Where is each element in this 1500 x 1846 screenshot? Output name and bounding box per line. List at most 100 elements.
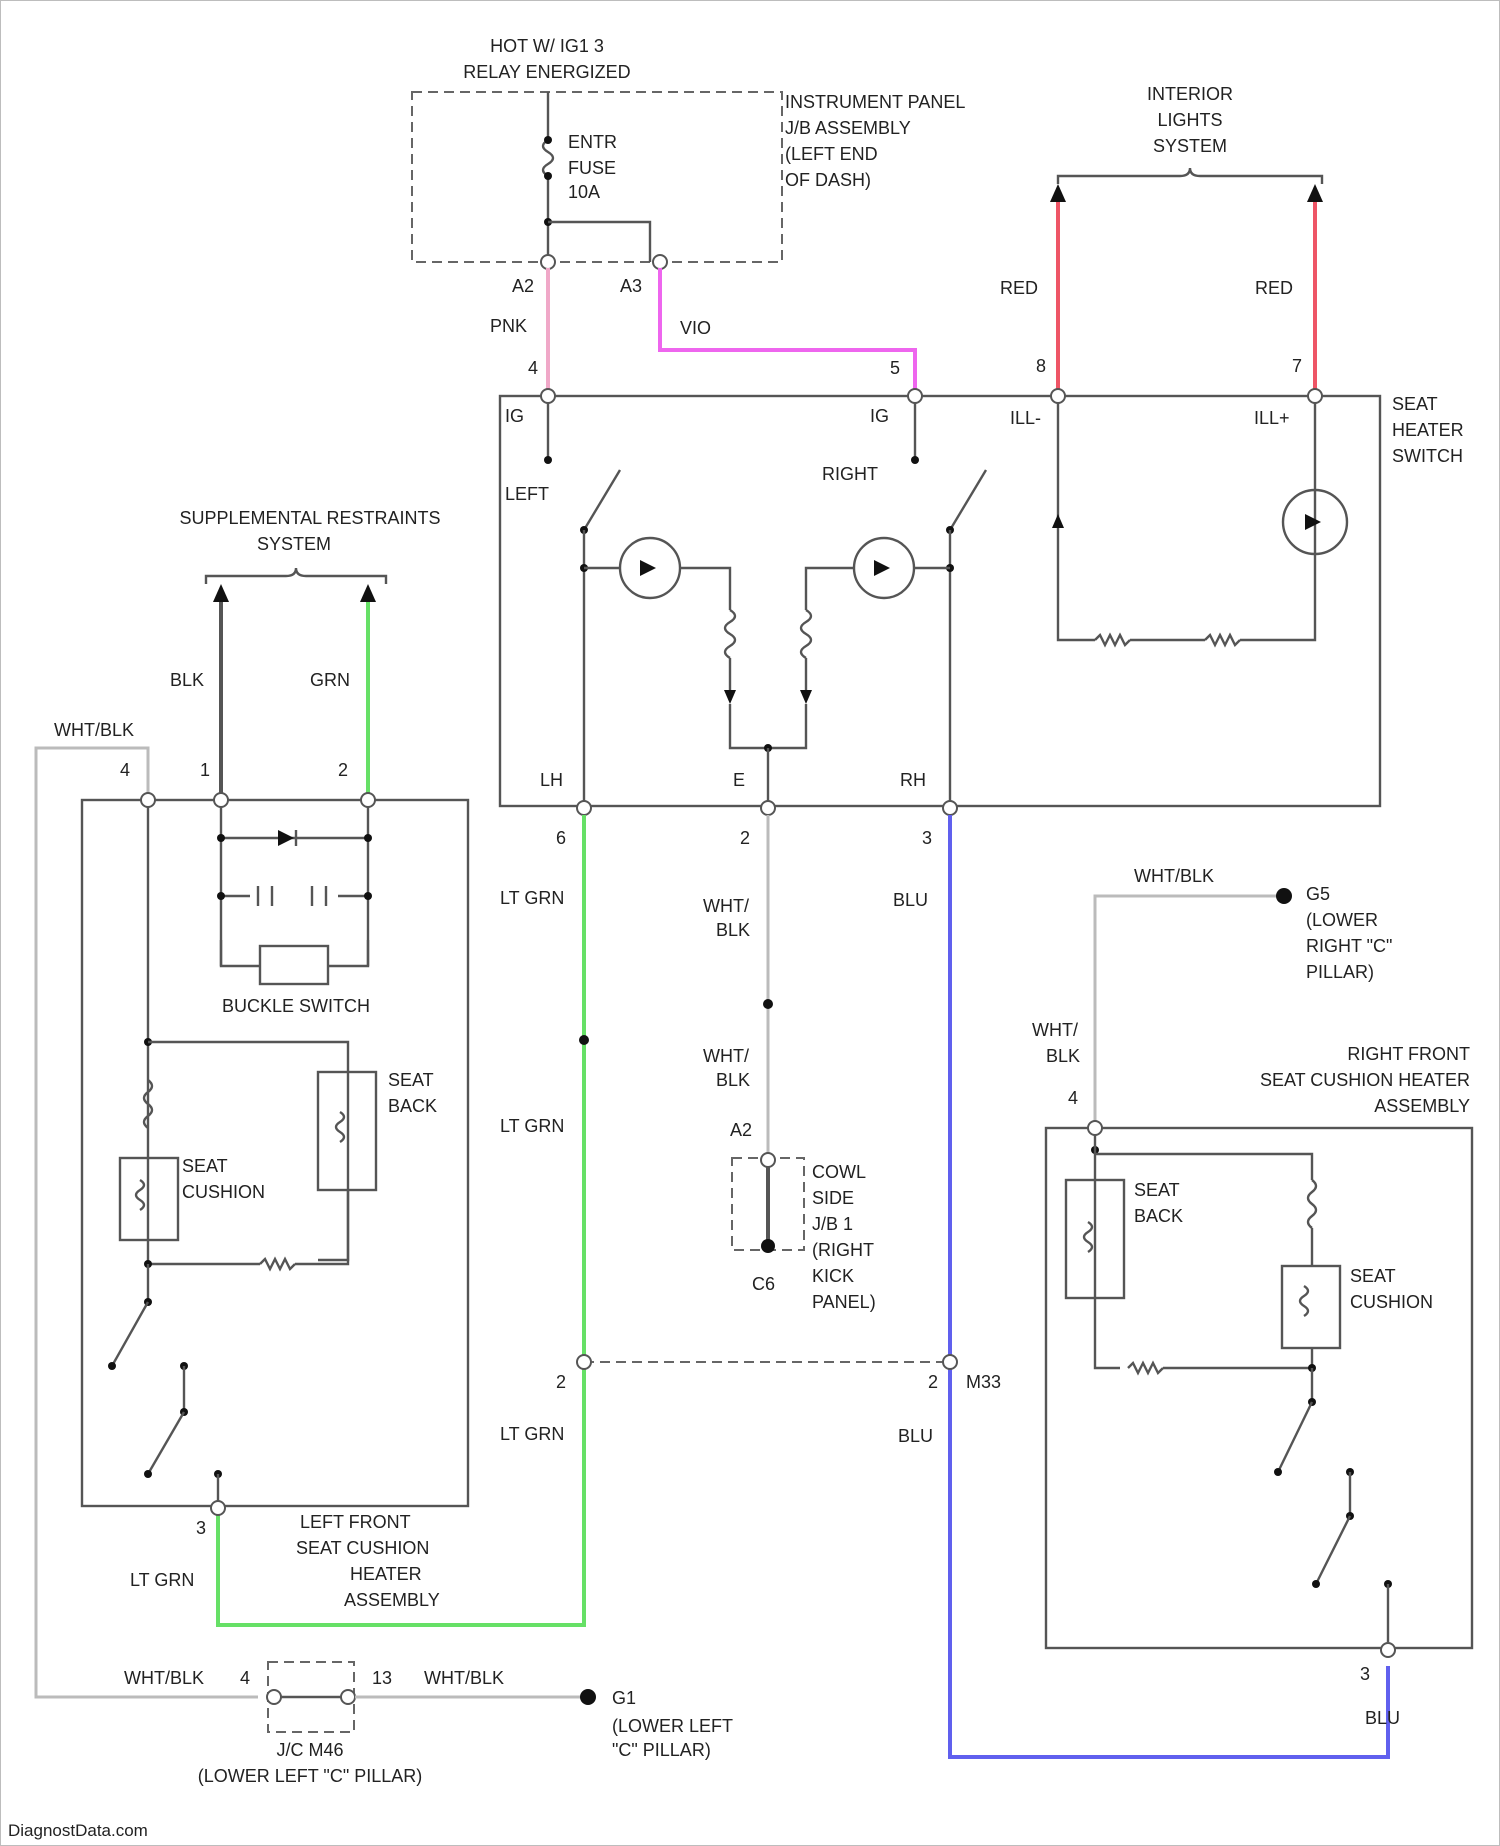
cowl-jb-2: SIDE [812, 1188, 854, 1208]
ip-jb-label-3: (LEFT END [785, 144, 878, 164]
arrow-up-icon [213, 584, 229, 602]
wire-label-wht-blk-1a: WHT/ [703, 896, 749, 916]
g5-id: G5 [1306, 884, 1330, 904]
wire-label-blu-3: BLU [1365, 1708, 1400, 1728]
ip-jb-label-4: OF DASH) [785, 170, 871, 190]
wire-lt-grn [218, 815, 584, 1625]
right-switch-contact [950, 470, 986, 530]
pin-2-lt-grn: 2 [556, 1372, 566, 1392]
term-rh: RH [900, 770, 926, 790]
pin-8: 8 [1036, 356, 1046, 376]
right-seat-name-2: SEAT CUSHION HEATER [1260, 1070, 1470, 1090]
left-seat-back-2: BACK [388, 1096, 437, 1116]
left-switch-contact [584, 470, 620, 530]
left-seat-cush-2: CUSHION [182, 1182, 265, 1202]
interior-lights-label-3: SYSTEM [1153, 136, 1227, 156]
right-seat-cush-1: SEAT [1350, 1266, 1396, 1286]
cowl-jb-5: KICK [812, 1266, 854, 1286]
ip-jb-label-1: INSTRUMENT PANEL [785, 92, 965, 112]
left-thermostat-contact [112, 1302, 148, 1366]
seat-heater-switch-box [500, 396, 1380, 806]
right-seat-back-1: SEAT [1134, 1180, 1180, 1200]
pin-6: 6 [556, 828, 566, 848]
term-lh: LH [540, 770, 563, 790]
wire-label-wht-blk-r2a: WHT/ [1032, 1020, 1078, 1040]
srs-label-1: SUPPLEMENTAL RESTRAINTS [179, 508, 440, 528]
left-seat-cush-1: SEAT [182, 1156, 228, 1176]
switch-terminal-ig-left [541, 389, 555, 403]
ip-jb-label-2: J/B ASSEMBLY [785, 118, 911, 138]
fuse-icon [543, 140, 553, 176]
wire-label-lt-grn-1: LT GRN [500, 888, 564, 908]
left-seat-name-2: SEAT CUSHION [296, 1538, 429, 1558]
pin-4-jc: 4 [240, 1668, 250, 1688]
g5-line3: PILLAR) [1306, 962, 1374, 982]
g1-id: G1 [612, 1688, 636, 1708]
wire-label-wht-blk-2b: BLK [716, 1070, 750, 1090]
left-relay-contact [148, 1412, 184, 1474]
term-e: E [733, 770, 745, 790]
wire-label-wht-blk-r2b: BLK [1046, 1046, 1080, 1066]
interior-lights-label-1: INTERIOR [1147, 84, 1233, 104]
pin-a2: A2 [512, 276, 534, 296]
wire-label-lt-grn-2: LT GRN [500, 1116, 564, 1136]
g5-line1: (LOWER [1306, 910, 1378, 930]
fuse-label-2: FUSE [568, 158, 616, 178]
interior-lights-label-2: LIGHTS [1157, 110, 1222, 130]
pin-7: 7 [1292, 356, 1302, 376]
jc-line1: J/C M46 [276, 1740, 343, 1760]
pin-4: 4 [528, 358, 538, 378]
wire-label-wht-blk-tl: WHT/BLK [54, 720, 134, 740]
wire-label-pnk: PNK [490, 316, 527, 336]
jc-line2: (LOWER LEFT "C" PILLAR) [198, 1766, 423, 1786]
wire-label-lt-grn-3: LT GRN [500, 1424, 564, 1444]
power-source-label-1: HOT W/ IG1 3 [490, 36, 604, 56]
pin-2-blu: 2 [928, 1372, 938, 1392]
srs-label-2: SYSTEM [257, 534, 331, 554]
left-seat-back-1: SEAT [388, 1070, 434, 1090]
wire-wht-blk-right [1095, 896, 1280, 1124]
pin-2: 2 [740, 828, 750, 848]
wire-label-blk: BLK [170, 670, 204, 690]
cowl-jb-6: PANEL) [812, 1292, 876, 1312]
power-source-label-2: RELAY ENERGIZED [463, 62, 630, 82]
switch-terminal-ig-right [908, 389, 922, 403]
term-ill-minus: ILL- [1010, 408, 1041, 428]
wire-label-wht-blk-r: WHT/BLK [1134, 866, 1214, 886]
term-ig-l: IG [505, 406, 524, 426]
switch-terminal-rh [943, 801, 957, 815]
right-seat-back-2: BACK [1134, 1206, 1183, 1226]
wire-label-lt-grn-4: LT GRN [130, 1570, 194, 1590]
arrow-up-icon [360, 584, 376, 602]
wire-label-wht-blk-1b: BLK [716, 920, 750, 940]
term-right: RIGHT [822, 464, 878, 484]
left-seat-name-1: LEFT FRONT [300, 1512, 411, 1532]
pin-1: 1 [200, 760, 210, 780]
wire-label-red-r: RED [1255, 278, 1293, 298]
wire-blu [950, 815, 1388, 1757]
connector-a2 [541, 255, 555, 269]
cowl-jb-3: J/B 1 [812, 1214, 853, 1234]
pin-13: 13 [372, 1668, 392, 1688]
term-left: LEFT [505, 484, 549, 504]
right-thermostat-contact [1278, 1402, 1312, 1472]
left-seat-name-3: HEATER [350, 1564, 422, 1584]
left-seat-name-4: ASSEMBLY [344, 1590, 440, 1610]
switch-terminal-ill-minus [1051, 389, 1065, 403]
wire-label-grn: GRN [310, 670, 350, 690]
right-seat-name-3: ASSEMBLY [1374, 1096, 1470, 1116]
g1-line1: (LOWER LEFT [612, 1716, 733, 1736]
wire-label-wht-blk-bl: WHT/BLK [124, 1668, 204, 1688]
arrow-up-icon [1050, 184, 1066, 202]
wire-label-blu-2: BLU [898, 1426, 933, 1446]
right-seat-assembly-box [1046, 1128, 1472, 1648]
pin-3-right: 3 [1360, 1664, 1370, 1684]
fuse-label-3: 10A [568, 182, 600, 202]
term-ill-plus: ILL+ [1254, 408, 1290, 428]
footer-watermark: DiagnostData.com [8, 1821, 148, 1840]
switch-terminal-ill-plus [1308, 389, 1322, 403]
right-seat-cush-2: CUSHION [1350, 1292, 1433, 1312]
right-relay-contact [1316, 1516, 1350, 1584]
wire-label-blu-1: BLU [893, 890, 928, 910]
